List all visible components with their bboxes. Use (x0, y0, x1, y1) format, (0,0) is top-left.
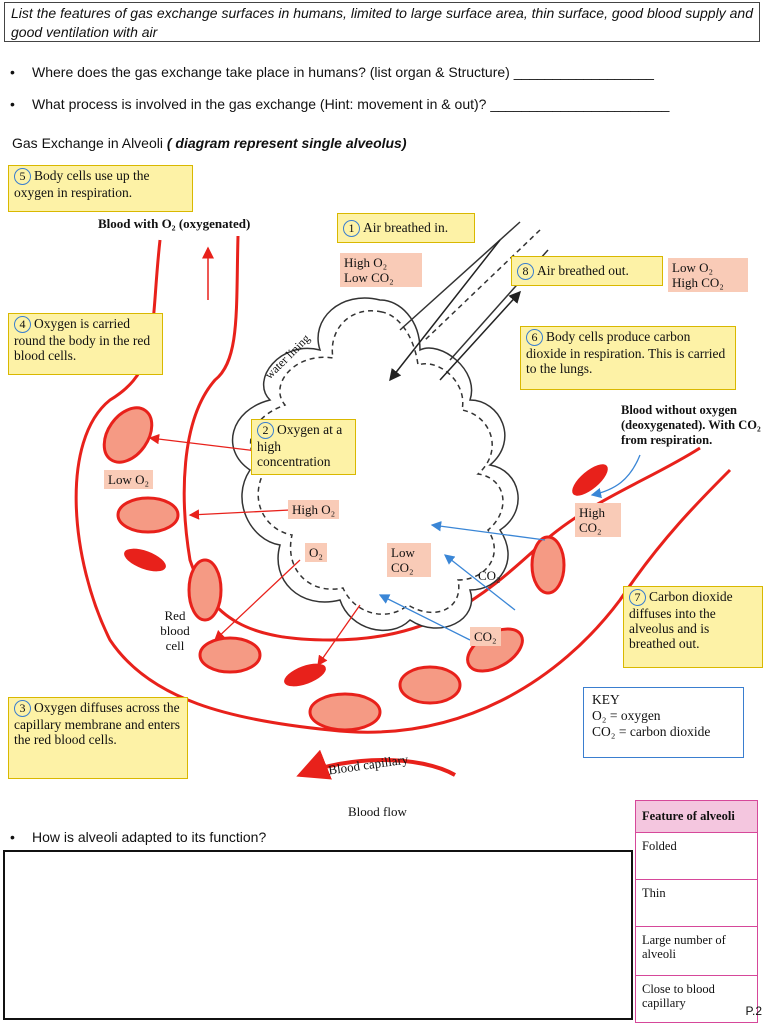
red-blood-cell (116, 496, 180, 534)
red-blood-cell-side (572, 464, 608, 496)
low-co2-label: Low CO₂ (387, 543, 431, 577)
step-8-text: Air breathed out. (537, 263, 629, 278)
high-co2-label: High CO₂ (575, 503, 621, 537)
blood-oxygenated-label: Blood with O₂ (oxygenated) (98, 216, 251, 231)
red-blood-cell (187, 558, 223, 622)
red-blood-cell (198, 636, 262, 674)
diagram-heading: Gas Exchange in Alveoli ( diagram repres… (12, 135, 407, 151)
high-o2-label: High O₂ (288, 500, 340, 519)
blood-flow-label: Blood flow (348, 804, 407, 819)
question-3-text: How is alveoli adapted to its function? (32, 829, 267, 845)
blood-deoxygenated-label: Blood without oxygen (deoxygenated). Wit… (621, 403, 761, 447)
high-o2-low-co2-label: High O₂ Low CO₂ (340, 253, 422, 287)
question-2: • What process is involved in the gas exc… (10, 96, 669, 112)
step-5-text: Body cells use up the oxygen in respirat… (14, 168, 150, 200)
capillary-wall-outer (74, 239, 732, 734)
feature-table-header: Feature of alveoli (636, 801, 757, 833)
co2-label-b: CO₂ (470, 627, 501, 646)
question-2-text: What process is involved in the gas exch… (32, 96, 670, 112)
feature-table: Feature of alveoli Folded Thin Large num… (635, 800, 758, 1023)
red-blood-cell-side (124, 548, 166, 572)
feature-row-folded: Folded (636, 833, 757, 880)
alveolus-outline (231, 297, 519, 632)
step-4-text: Oxygen is carried round the body in the … (14, 316, 151, 363)
feature-row-large-number: Large number of alveoli (636, 927, 757, 976)
o2-label: O₂ (305, 543, 327, 562)
step-number: 7 (629, 589, 646, 606)
step-number: 6 (526, 329, 543, 346)
bullet-icon: • (10, 64, 15, 80)
red-blood-cell-label: Red blood cell (160, 608, 190, 653)
low-o2-label: Low O₂ (104, 470, 153, 489)
key-line-1: O₂ = oxygen (592, 708, 661, 723)
bullet-icon: • (10, 96, 15, 112)
red-blood-cell-side (284, 663, 326, 687)
heading-bold: ( diagram represent single alveolus) (166, 135, 407, 151)
step-number: 1 (343, 220, 360, 237)
co2-label-a: CO₂ (478, 568, 501, 583)
question-3: • How is alveoli adapted to its function? (10, 829, 266, 845)
step-number: 2 (257, 422, 274, 439)
blood-flow-arrow (296, 749, 456, 780)
step-3-text: Oxygen diffuses across the capillary mem… (14, 700, 181, 747)
key-box: KEY O₂ = oxygen CO₂ = carbon dioxide (583, 687, 744, 758)
red-blood-cell (102, 406, 154, 464)
question-1: • Where does the gas exchange take place … (10, 64, 654, 80)
key-title: KEY (592, 692, 620, 707)
step-number: 5 (14, 168, 31, 185)
red-blood-cell (530, 535, 566, 595)
page-number: P.2 (745, 1004, 762, 1018)
feature-row-close-capillary: Close to blood capillary (642, 982, 715, 1010)
step-number: 8 (517, 263, 534, 280)
step-6-text: Body cells produce carbon dioxide in res… (526, 329, 726, 376)
answer-box[interactable] (3, 850, 633, 1020)
red-blood-cell (398, 665, 462, 705)
question-1-text: Where does the gas exchange take place i… (32, 64, 654, 80)
feature-row-thin: Thin (636, 880, 757, 927)
step-7-text: Carbon dioxide diffuses into the alveolu… (629, 589, 733, 651)
capillary-wall-inner (182, 235, 701, 642)
instruction-box: List the features of gas exchange surfac… (4, 2, 760, 42)
bullet-icon: • (10, 829, 15, 845)
step-number: 4 (14, 316, 31, 333)
step-number: 3 (14, 700, 31, 717)
heading-plain: Gas Exchange in Alveoli (12, 135, 167, 151)
red-blood-cell (308, 692, 382, 732)
step-2-text: Oxygen at a high concentration (257, 422, 343, 469)
key-line-2: CO₂ = carbon dioxide (592, 724, 711, 739)
low-o2-high-co2-label: Low O₂ High CO₂ (668, 258, 748, 292)
step-1-text: Air breathed in. (363, 220, 449, 235)
instruction-text: List the features of gas exchange surfac… (11, 5, 753, 40)
